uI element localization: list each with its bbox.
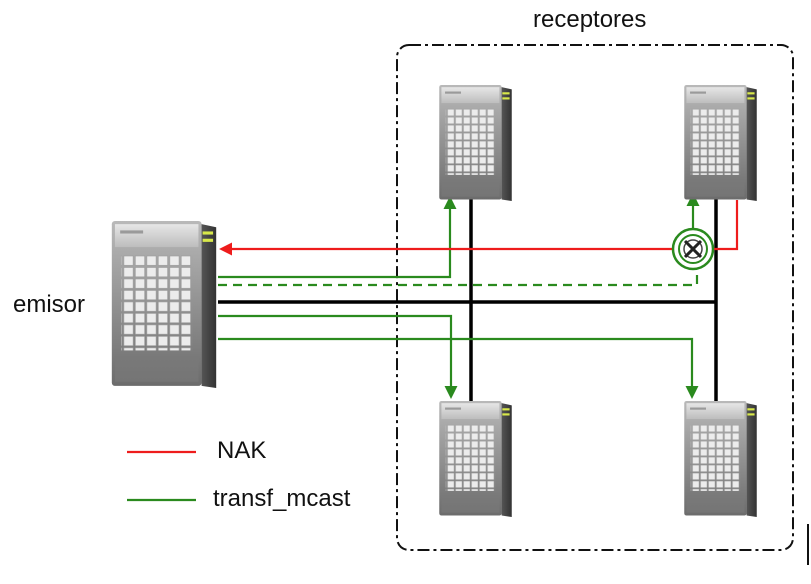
mcast-transfer-lines — [218, 193, 700, 399]
server-icon — [439, 85, 512, 201]
server-icon — [684, 85, 757, 201]
mcast-path-to-bottom-right — [218, 337, 699, 399]
legend-label-nak: NAK — [217, 437, 267, 464]
mcast-path-to-bottom-left — [218, 314, 458, 399]
server-icon — [111, 221, 217, 388]
network-bus — [218, 195, 718, 408]
receivers-label: receptores — [533, 6, 647, 33]
mcast-path-dashed-to-top-right — [218, 275, 699, 287]
legend-label-mcast: transf_mcast — [213, 485, 351, 512]
receivers-group-boundary — [396, 44, 794, 551]
sender-label: emisor — [13, 291, 86, 318]
server-icon — [684, 401, 757, 517]
server-icon — [439, 401, 512, 517]
mcast-path-to-top-left — [218, 196, 457, 279]
lost-packet-icon — [671, 227, 715, 271]
nak-line — [219, 200, 739, 256]
